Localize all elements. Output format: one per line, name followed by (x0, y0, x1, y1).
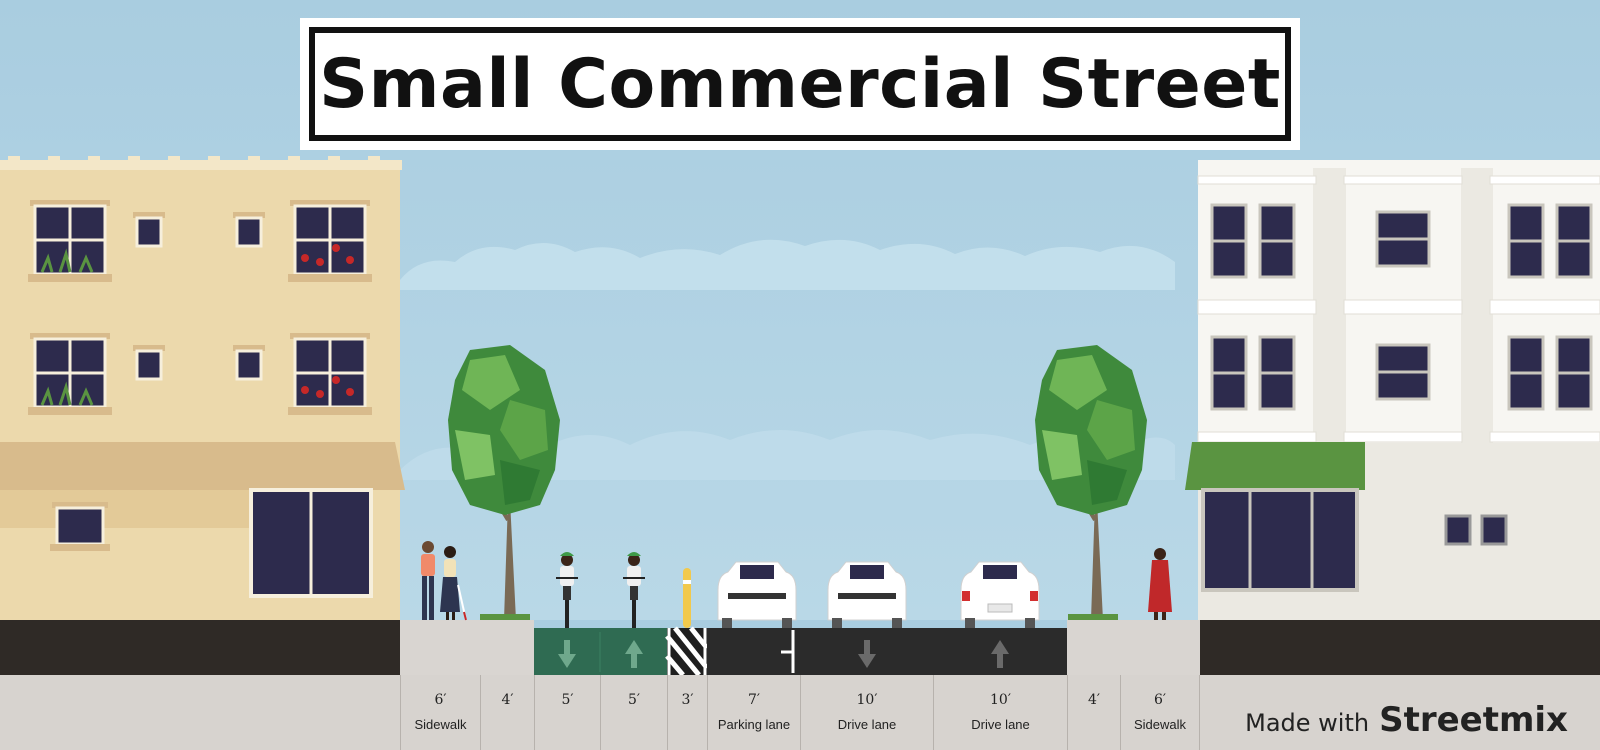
segment-label-sidewalk-right[interactable]: 6′ Sidewalk (1120, 675, 1200, 750)
buffer-hatch (665, 626, 709, 677)
page-title: Small Commercial Street (319, 44, 1281, 124)
down-arrow-icon (558, 640, 576, 668)
title-frame: Small Commercial Street (309, 27, 1291, 141)
segment-label-bike-lane-down[interactable]: 5′ (534, 675, 600, 750)
segment-width: 3′ (681, 692, 694, 708)
pedestrian-icon (421, 541, 435, 620)
left-sidewalk-surface (400, 620, 534, 675)
up-arrow-icon (625, 640, 643, 668)
pedestrian-icon (440, 546, 467, 621)
cyclist-icon (623, 552, 645, 628)
segment-width: 5′ (561, 692, 574, 708)
segment-width: 4′ (501, 692, 514, 708)
segment-name: Parking lane (717, 717, 791, 732)
streetmix-credit[interactable]: Made with Streetmix (1245, 700, 1568, 740)
car-icon (960, 561, 1040, 628)
tan-awning (0, 442, 405, 490)
segment-label-buffer[interactable]: 3′ (667, 675, 707, 750)
segment-width: 6′ (1153, 692, 1167, 708)
segment-width: 6′ (434, 692, 447, 708)
green-awning (1185, 442, 1365, 490)
segment-label-sidewalk-left[interactable]: 6′ Sidewalk (400, 675, 480, 750)
segment-label-drive-lane-down[interactable]: 10′ Drive lane (800, 675, 933, 750)
up-arrow-icon (991, 640, 1009, 668)
left-foundation (0, 620, 400, 675)
segment-name: Drive lane (971, 717, 1030, 732)
segment-name: Sidewalk (414, 717, 467, 732)
tree-icon (1035, 345, 1147, 620)
cyclist-icon (556, 552, 578, 628)
asphalt-surface (707, 628, 1067, 675)
segment-name: Sidewalk (1133, 717, 1187, 732)
segment-label-bike-lane-up[interactable]: 5′ (600, 675, 667, 750)
segment-width: 4′ (1087, 692, 1101, 708)
clouds (400, 239, 1175, 480)
segment-width: 10′ (856, 692, 878, 708)
segment-label-drive-lane-up[interactable]: 10′ Drive lane (933, 675, 1067, 750)
cornice-dentils (8, 156, 380, 162)
right-foundation (1200, 620, 1600, 675)
segment-width: 10′ (990, 692, 1011, 708)
parking-line (781, 630, 795, 673)
credit-prefix: Made with (1245, 709, 1370, 737)
segment-label-parking-lane[interactable]: 7′ Parking lane (707, 675, 800, 750)
segment-width: 5′ (627, 692, 641, 708)
right-building (1185, 160, 1600, 620)
right-sidewalk-surface (1067, 620, 1200, 675)
car-icon (827, 561, 907, 628)
tree-icon (448, 345, 560, 620)
bollard-icon (683, 568, 691, 628)
streetmix-logo: Streetmix (1379, 700, 1568, 740)
down-arrow-icon (858, 640, 876, 668)
segment-width: 7′ (747, 692, 761, 708)
pedestrian-icon (1148, 548, 1172, 620)
segment-label-furniture-right[interactable]: 4′ (1067, 675, 1120, 750)
car-icon (717, 561, 797, 628)
left-building (0, 156, 405, 620)
segment-name: Drive lane (837, 717, 897, 732)
window (28, 200, 112, 282)
title-sign: Small Commercial Street (300, 18, 1300, 150)
segment-label-furniture-left[interactable]: 4′ (480, 675, 534, 750)
